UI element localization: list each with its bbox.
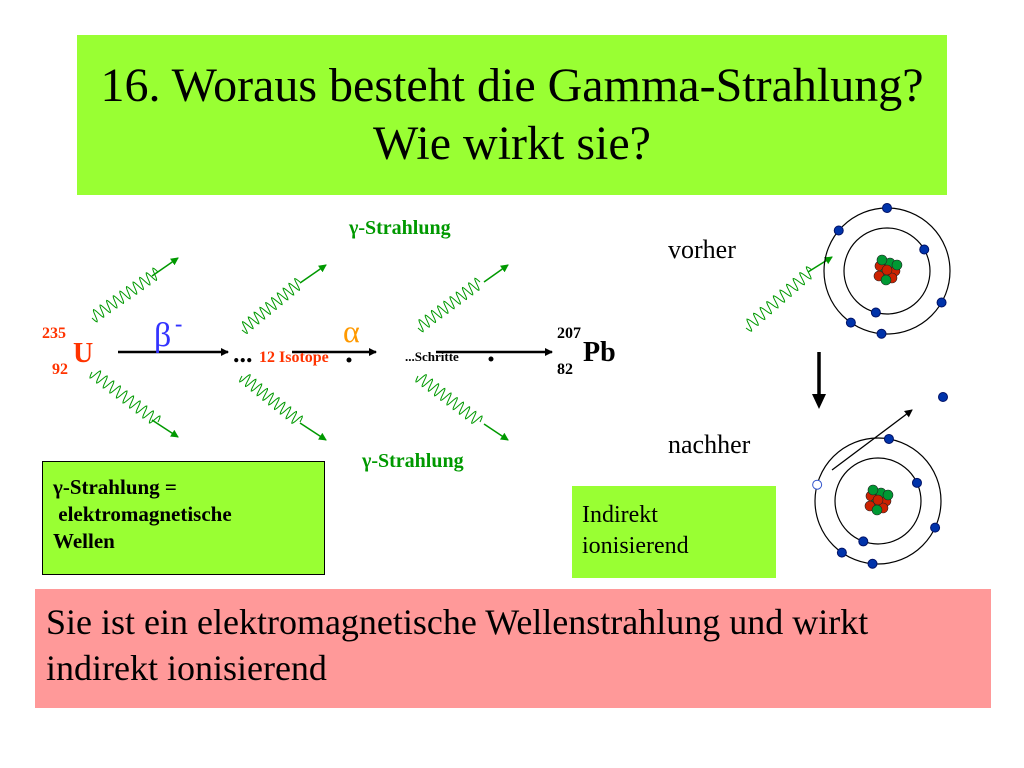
steps-label: ...Schritte xyxy=(405,349,459,364)
nucleon xyxy=(882,489,894,501)
electron-shell xyxy=(814,437,942,565)
electron xyxy=(930,522,941,533)
gamma-wave xyxy=(417,277,481,333)
u-mass-number: 235 xyxy=(42,325,66,342)
electron xyxy=(883,433,894,444)
indirect-line-1: Indirekt xyxy=(582,502,658,528)
gamma-arrow xyxy=(299,422,327,441)
isotopes-dot xyxy=(346,357,352,363)
isotopes-label: 12 Isotope xyxy=(259,349,329,366)
gamma-wave xyxy=(745,266,813,332)
gamma-definition-line-3: Wellen xyxy=(53,529,115,553)
electron-vacancy xyxy=(812,479,823,490)
nucleon xyxy=(876,254,888,266)
nucleon xyxy=(867,484,879,496)
nucleon xyxy=(881,264,893,276)
beta-label: β xyxy=(154,317,171,354)
nucleon xyxy=(872,494,884,506)
steps-dot xyxy=(488,356,494,362)
gamma-wave xyxy=(239,374,303,424)
gamma-label-top: γ-Strahlung xyxy=(348,217,451,239)
pb-symbol: Pb xyxy=(583,337,616,368)
electron xyxy=(836,547,847,558)
electron xyxy=(858,536,869,547)
electron-shell xyxy=(843,227,931,315)
gamma-arrow xyxy=(151,419,179,438)
indirect-ionizing-box: Indirekt ionisierend xyxy=(572,486,776,578)
gamma-label-bottom: γ-Strahlung xyxy=(361,450,464,472)
atom-after xyxy=(812,433,942,569)
electron xyxy=(876,328,887,339)
gamma-waves xyxy=(89,256,833,441)
u-symbol: U xyxy=(73,338,93,369)
alpha-label: α xyxy=(343,313,360,349)
gamma-definition-line-2: elektromagnetische xyxy=(53,502,232,526)
electron xyxy=(936,297,947,308)
gamma-definition-line-1: γ-Strahlung = xyxy=(53,475,177,499)
electron xyxy=(870,307,881,318)
nucleon xyxy=(880,274,892,286)
gamma-arrow xyxy=(483,264,509,283)
atoms xyxy=(812,203,951,569)
title-box: 16. Woraus besteht die Gamma-Strahlung? … xyxy=(77,35,947,195)
ejected-electron-path xyxy=(831,409,913,471)
answer-box: Sie ist ein elektromagnetische Wellenstr… xyxy=(35,589,991,708)
gamma-wave xyxy=(415,373,483,425)
electron xyxy=(919,244,930,255)
gamma-arrow xyxy=(807,256,833,273)
electron xyxy=(867,558,878,569)
gamma-wave xyxy=(241,277,301,335)
before-after-arrowhead xyxy=(812,394,826,409)
electron-shell xyxy=(834,457,922,545)
pb-atomic-number: 82 xyxy=(557,361,573,378)
electron xyxy=(882,203,892,213)
gamma-definition-box: γ-Strahlung = elektromagnetische Wellen xyxy=(42,461,325,575)
pb-mass-number: 207 xyxy=(557,325,581,342)
nucleon xyxy=(891,259,903,271)
gamma-wave xyxy=(91,267,159,323)
gamma-wave xyxy=(89,370,161,424)
chain-dots: ... xyxy=(233,339,253,368)
nucleon xyxy=(871,504,883,516)
ejected-electron xyxy=(938,392,948,402)
electron xyxy=(911,477,922,488)
gamma-arrow xyxy=(299,264,327,284)
indirect-line-2: ionisierend xyxy=(582,533,689,559)
gamma-arrow xyxy=(483,423,509,441)
beta-charge: - xyxy=(175,311,182,336)
slide-title: 16. Woraus besteht die Gamma-Strahlung? … xyxy=(100,59,924,170)
electron xyxy=(833,225,844,236)
u-atomic-number: 92 xyxy=(52,361,68,378)
before-label: vorher xyxy=(668,235,736,264)
gamma-arrow xyxy=(151,257,179,277)
after-label: nachher xyxy=(668,430,751,459)
electron xyxy=(845,317,856,328)
answer-text: Sie ist ein elektromagnetische Wellenstr… xyxy=(46,602,869,688)
atom-before xyxy=(823,203,951,339)
